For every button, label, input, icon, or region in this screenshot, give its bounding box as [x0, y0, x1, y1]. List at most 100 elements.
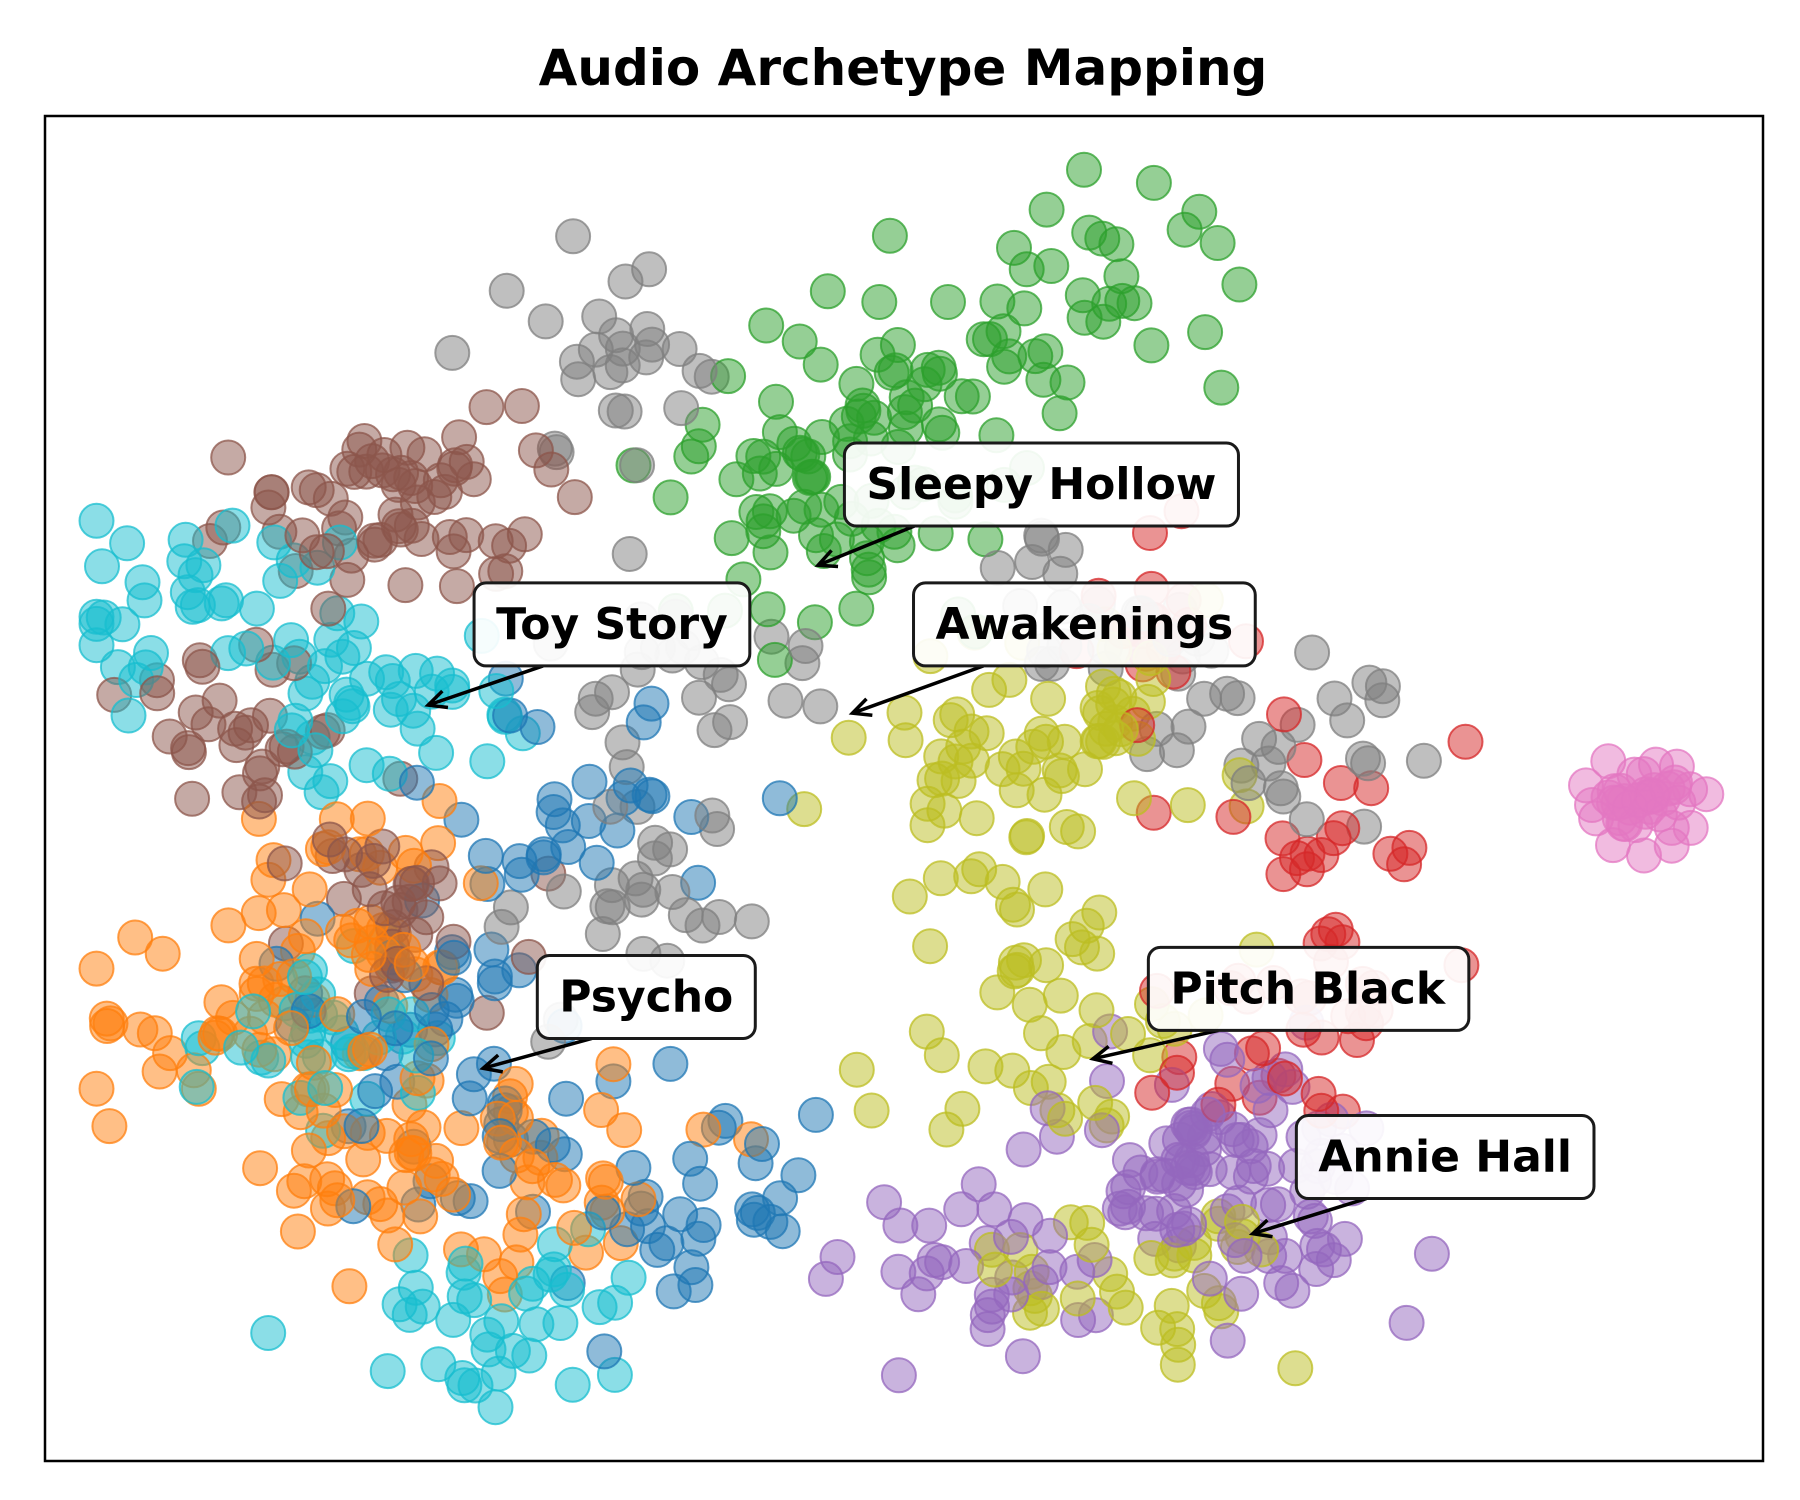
scatter-point — [558, 343, 595, 380]
scatter-point — [298, 472, 335, 509]
scatter-point — [1028, 191, 1065, 228]
scatter-point — [527, 303, 564, 340]
annotation: Pitch Black — [1089, 945, 1471, 1066]
scatter-point — [673, 1249, 710, 1286]
scatter-point — [1116, 780, 1152, 817]
scatter-point — [1085, 668, 1121, 705]
scatter-point — [1059, 1280, 1096, 1317]
scatter-point — [1023, 1290, 1060, 1327]
scatter-point — [1230, 765, 1267, 802]
scatter-point — [940, 762, 977, 799]
scatter-point — [684, 907, 721, 944]
scatter-point — [1078, 992, 1115, 1029]
scatter-point — [556, 479, 593, 516]
scatter-point — [483, 1303, 520, 1340]
scatter-point — [122, 1011, 159, 1048]
scatter-point — [1169, 787, 1206, 824]
scatter-point — [926, 792, 963, 829]
scatter-point — [1191, 1260, 1228, 1297]
scatter-point — [634, 778, 671, 815]
scatter-point — [1159, 1054, 1195, 1091]
scatter-point — [343, 1108, 380, 1144]
scatter-point — [238, 940, 275, 977]
scatter-point — [438, 568, 475, 605]
scatter-point — [748, 307, 785, 344]
scatter-point — [1306, 1231, 1342, 1268]
scatter-point — [184, 648, 221, 685]
scatter-point — [170, 730, 207, 767]
scatter-point — [625, 704, 662, 741]
scatter-point — [1175, 1150, 1212, 1187]
scatter-point — [610, 1259, 647, 1296]
scatter-point — [996, 229, 1032, 266]
scatter-point — [307, 648, 343, 685]
scatter-point — [578, 844, 615, 881]
scatter-point — [398, 764, 435, 801]
scatter-point — [921, 406, 957, 443]
scatter-point — [1005, 1131, 1042, 1168]
scatter-point — [369, 1353, 406, 1390]
scatter-point — [993, 1218, 1029, 1255]
scatter-point — [752, 1203, 789, 1240]
scatter-point — [696, 712, 733, 749]
scatter-point — [1033, 248, 1070, 284]
scatter-point — [908, 1013, 945, 1050]
scatter-point — [1266, 696, 1302, 733]
scatter-point — [767, 682, 804, 719]
scatter-point — [1364, 668, 1401, 705]
scatter-point — [571, 763, 608, 800]
scatter-point — [1316, 680, 1353, 717]
scatter-point — [1159, 1211, 1196, 1248]
scatter-point — [1158, 732, 1195, 769]
scatter-point — [325, 913, 361, 950]
scatter-point — [345, 998, 382, 1035]
scatter-point — [1134, 1074, 1171, 1111]
arrow-head-icon — [814, 549, 839, 569]
scatter-point — [133, 635, 169, 671]
scatter-point — [694, 797, 731, 834]
scatter-point — [802, 346, 839, 383]
scatter-point — [514, 1148, 551, 1185]
scatter-point — [447, 1245, 484, 1282]
scatter-point — [718, 461, 755, 498]
scatter-point — [399, 864, 436, 901]
scatter-point — [838, 590, 875, 627]
scatter-point — [290, 1132, 327, 1169]
scatter-point — [1203, 369, 1240, 406]
scatter-point — [1294, 634, 1331, 671]
scatter-point — [713, 520, 750, 557]
scatter-point — [351, 871, 388, 908]
scatter-point — [631, 251, 668, 288]
scatter-point — [273, 712, 310, 749]
scatter-point — [629, 311, 666, 347]
scatter-point — [446, 1278, 483, 1315]
scatter-point — [1008, 819, 1045, 856]
scatter-point — [984, 751, 1021, 788]
scatter-point — [662, 1196, 699, 1233]
scatter-point — [350, 936, 387, 973]
scatter-point — [809, 273, 846, 310]
scatter-point — [435, 939, 472, 976]
scatter-point — [210, 907, 247, 944]
scatter-point — [483, 1124, 520, 1161]
scatter-point — [334, 688, 371, 725]
scatter-point — [214, 507, 251, 544]
scatter-point — [617, 860, 654, 897]
scatter-point — [174, 780, 211, 817]
scatter-point — [506, 516, 543, 553]
scatter-point — [366, 437, 403, 473]
scatter-point — [838, 1051, 875, 1088]
scatter-point — [1202, 1030, 1239, 1067]
scatter-point — [652, 1045, 689, 1082]
scatter-point — [1027, 871, 1064, 908]
scatter-point — [853, 1092, 890, 1129]
annotation-arrow — [482, 1036, 593, 1070]
scatter-point — [467, 837, 504, 874]
scatter-point — [1447, 723, 1484, 760]
scatter-point — [218, 727, 255, 764]
scatter-point — [416, 479, 453, 515]
scatter-point — [1066, 151, 1102, 188]
scatter-point — [1107, 1289, 1144, 1326]
annotation-arrow — [427, 664, 544, 707]
scatter-point — [352, 1031, 388, 1068]
